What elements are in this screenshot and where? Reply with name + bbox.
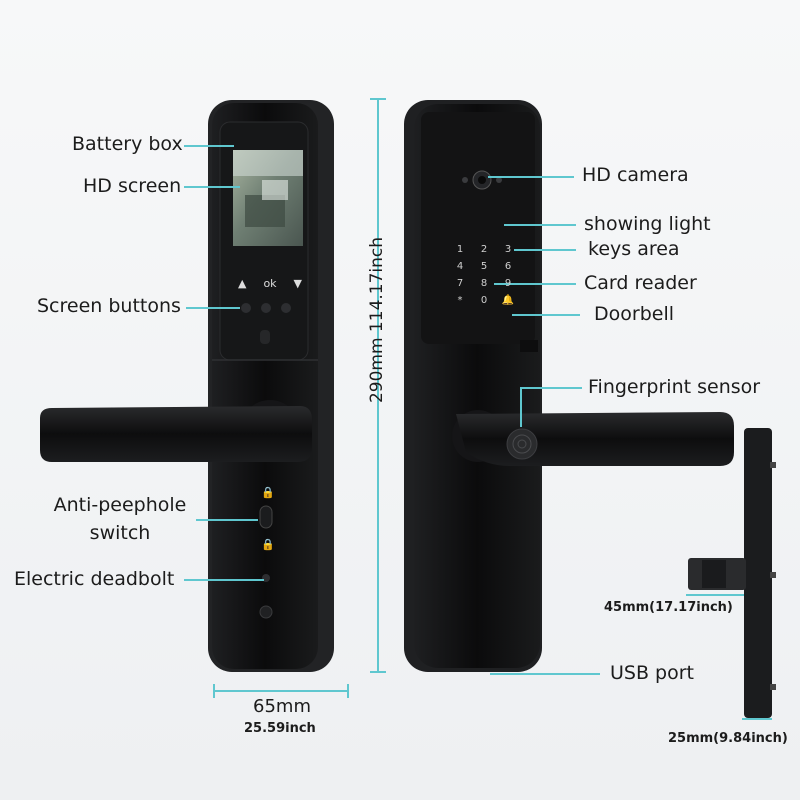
key-star[interactable]: * (457, 295, 463, 306)
dimension-width-inch: 25.59inch (244, 721, 316, 736)
right-lock-body (404, 100, 542, 672)
screen-button-1 (241, 303, 251, 313)
doorbell-icon[interactable]: 🔔 (501, 295, 515, 306)
screen-button-3 (281, 303, 291, 313)
label-card-reader: Card reader (584, 272, 697, 294)
key-8[interactable]: 8 (480, 278, 488, 289)
key-2[interactable]: 2 (480, 244, 488, 255)
label-anti-peephole-line2: switch (89, 522, 151, 544)
label-usb-port: USB port (610, 662, 694, 684)
screen-button-2 (261, 303, 271, 313)
key-9[interactable]: 9 (504, 278, 512, 289)
label-anti-peephole: Anti-peephole switch (40, 494, 200, 544)
key-3[interactable]: 3 (504, 244, 512, 255)
label-doorbell: Doorbell (594, 303, 674, 325)
screen-button-down-label[interactable]: ▼ (293, 277, 302, 290)
lock-icon-top: 🔒 (261, 486, 275, 499)
key-4[interactable]: 4 (456, 261, 464, 272)
label-electric-deadbolt: Electric deadbolt (14, 568, 175, 590)
left-lock-body (208, 100, 334, 672)
fingerprint-pad (506, 428, 538, 460)
side-profile-drawing (688, 428, 776, 718)
lock-icon-bottom: 🔒 (261, 538, 275, 551)
label-hd-screen: HD screen (83, 175, 182, 197)
keypad: 1 2 3 4 5 6 7 8 9 * 0 🔔 (448, 244, 520, 306)
label-keys-area: keys area (588, 238, 680, 260)
label-screen-buttons: Screen buttons (37, 295, 181, 317)
label-showing-light: showing light (584, 213, 711, 235)
left-lock-handle (40, 400, 312, 462)
right-lock-handle (452, 410, 734, 466)
screen-button-ok-label[interactable]: ok (263, 277, 277, 290)
key-6[interactable]: 6 (504, 261, 512, 272)
label-hd-camera: HD camera (582, 164, 689, 186)
key-0[interactable]: 0 (480, 295, 488, 306)
dimension-depth: 45mm(17.17inch) (604, 600, 733, 615)
dimension-thickness: 25mm(9.84inch) (668, 731, 788, 746)
screen-button-up-label[interactable]: ▲ (238, 277, 247, 290)
dimension-height-label: 290mm 114.17inch (367, 236, 387, 404)
label-battery-box: Battery box (72, 133, 183, 155)
dimension-width-mm: 65mm (253, 696, 311, 717)
screen-buttons-row: ▲ ok ▼ (238, 277, 302, 290)
key-7[interactable]: 7 (456, 278, 464, 289)
label-fingerprint-sensor: Fingerprint sensor (588, 376, 761, 398)
label-anti-peephole-line1: Anti-peephole (53, 494, 187, 516)
key-1[interactable]: 1 (456, 244, 464, 255)
key-5[interactable]: 5 (480, 261, 488, 272)
